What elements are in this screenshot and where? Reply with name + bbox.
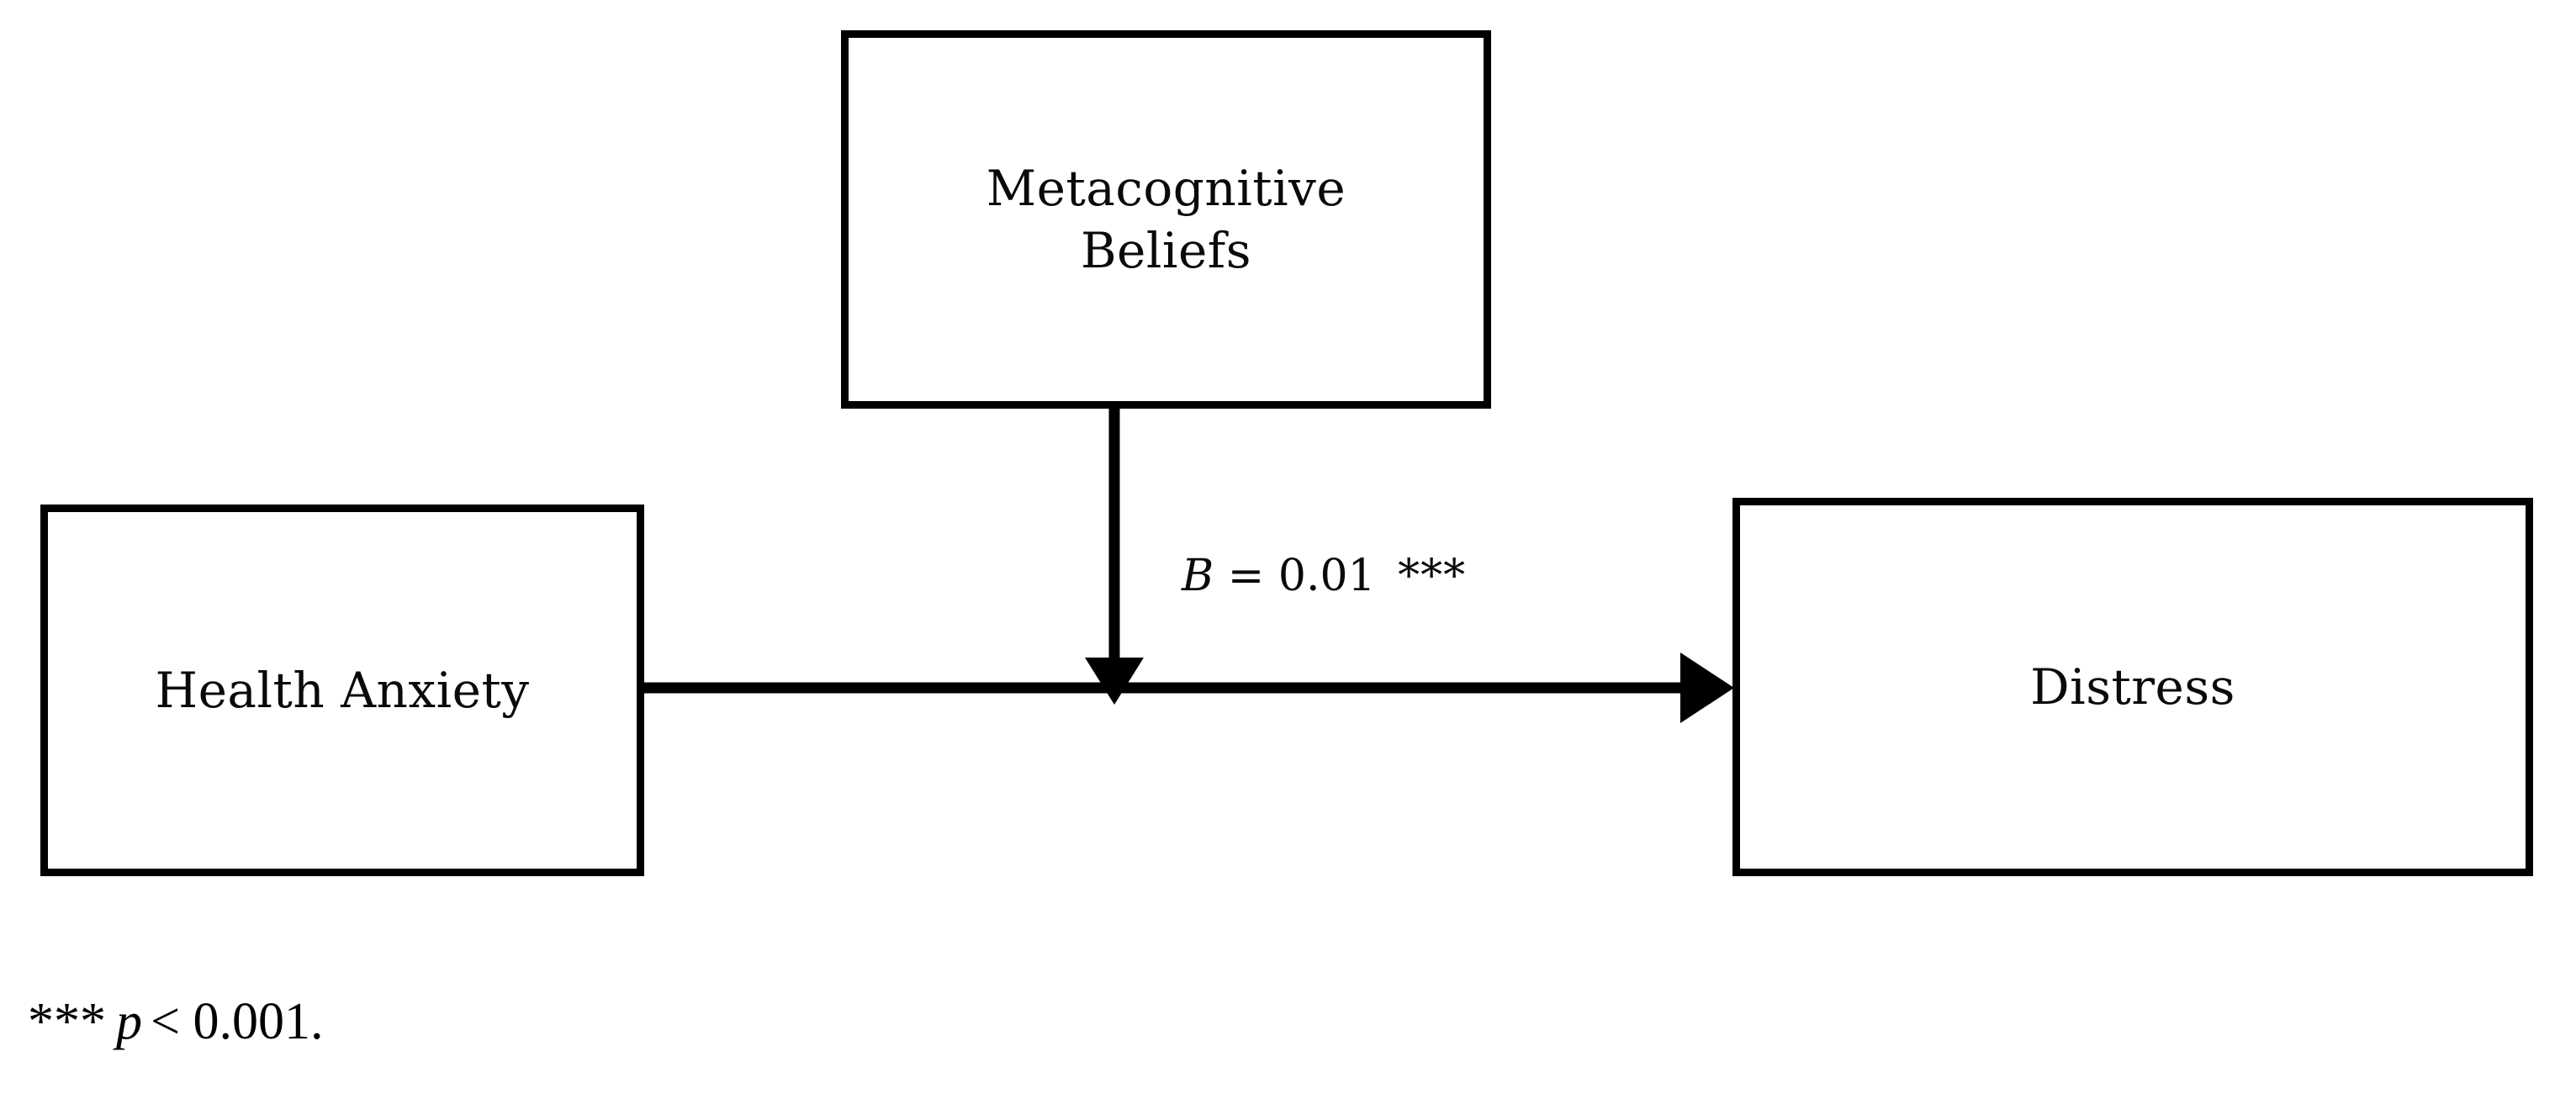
direct-path-arrowhead <box>1680 653 1734 723</box>
node-health-anxiety: Health Anxiety <box>40 505 644 876</box>
path-coefficient-label: B = 0.01 *** <box>1182 551 1466 601</box>
footnote-statistic-symbol: p <box>116 993 142 1050</box>
path-coefficient-significance-stars: *** <box>1398 551 1467 601</box>
node-label-metacognitive-beliefs: Metacognitive Beliefs <box>986 159 1346 279</box>
moderation-path-arrowhead <box>1085 658 1144 705</box>
footnote-threshold: < 0.001. <box>151 993 324 1050</box>
node-distress: Distress <box>1732 498 2533 876</box>
node-metacognitive-beliefs: Metacognitive Beliefs <box>841 30 1491 409</box>
path-coefficient-symbol: B <box>1182 551 1214 601</box>
node-label-health-anxiety: Health Anxiety <box>155 661 530 719</box>
path-coefficient-operator: = <box>1227 551 1265 601</box>
figure-footnote: ***p< 0.001. <box>28 992 323 1052</box>
node-label-distress: Distress <box>2030 658 2235 716</box>
path-coefficient-value: 0.01 <box>1277 551 1376 601</box>
footnote-stars: *** <box>28 993 106 1050</box>
